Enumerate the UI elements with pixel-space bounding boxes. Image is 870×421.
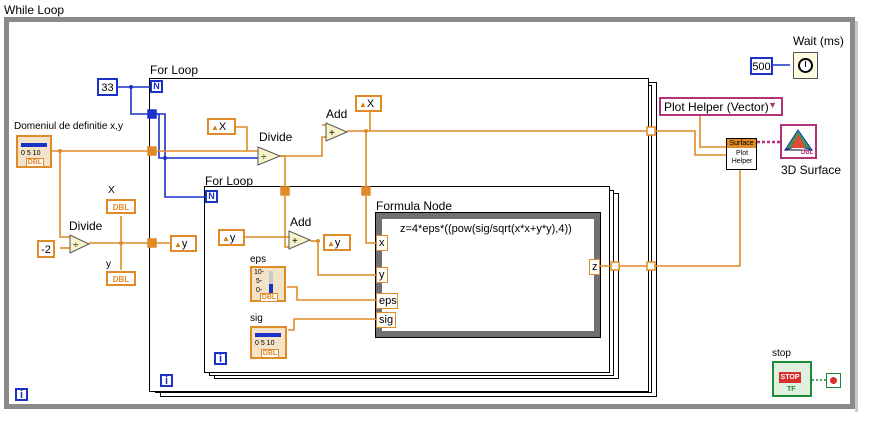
divide1-label: Divide bbox=[69, 219, 103, 233]
local-y-out1[interactable]: ▲y bbox=[170, 235, 197, 252]
local-y-in[interactable]: ▲y bbox=[218, 229, 245, 246]
while-loop-frame[interactable] bbox=[4, 17, 855, 409]
local-x-in[interactable]: ▲X bbox=[207, 118, 236, 135]
divide2-label: Divide bbox=[259, 130, 293, 144]
formula-input-x[interactable]: x bbox=[376, 235, 388, 251]
stop-control[interactable]: STOP TF bbox=[772, 361, 812, 397]
outer-for-loop-label: For Loop bbox=[150, 63, 199, 77]
domain-control-label: Domeniul de definitie x,y bbox=[14, 121, 123, 132]
sig-control-scale: 0 5 10 bbox=[255, 340, 275, 347]
sig-control-type: DBL bbox=[261, 349, 279, 358]
local-y-out1-house-icon: ▲ bbox=[174, 240, 182, 249]
y-indicator-label: y bbox=[106, 259, 111, 270]
surface-label: 3D Surface bbox=[781, 163, 842, 177]
x-indicator-label: X bbox=[108, 185, 115, 196]
domain-control-scale: 0 5 10 bbox=[21, 150, 41, 157]
domain-control[interactable]: 0 5 10 DBL bbox=[16, 135, 52, 168]
sig-control-label: sig bbox=[250, 313, 263, 324]
sig-slider bbox=[255, 333, 281, 337]
formula-input-y[interactable]: y bbox=[376, 267, 388, 283]
local-x-out-name: X bbox=[366, 98, 375, 110]
eps-scale-bot: 0- bbox=[256, 287, 263, 294]
eps-slider-track bbox=[269, 271, 273, 293]
divide1-constant[interactable]: -2 bbox=[37, 240, 55, 258]
wait-constant[interactable]: 500 bbox=[750, 57, 773, 75]
formula-node-label: Formula Node bbox=[376, 199, 453, 213]
add1-label: Add bbox=[326, 107, 348, 121]
wait-node[interactable] bbox=[793, 52, 818, 79]
while-loop-label: While Loop bbox=[4, 3, 65, 17]
eps-control[interactable]: 10- 5- 0- DBL bbox=[250, 266, 286, 302]
stop-terminal-dot bbox=[830, 377, 837, 384]
eps-slider-fill bbox=[269, 284, 273, 293]
eps-control-label: eps bbox=[250, 254, 267, 265]
domain-control-type: DBL bbox=[26, 158, 44, 167]
chevron-down-icon: ▼ bbox=[768, 100, 777, 110]
surface-indicator[interactable]: DBL bbox=[780, 124, 817, 159]
eps-control-type: DBL bbox=[260, 293, 278, 302]
stop-button: STOP bbox=[779, 372, 801, 383]
formula-node-expression[interactable]: z=4*eps*((pow(sig/sqrt(x*x+y*y),4)) bbox=[400, 223, 572, 235]
domain-control-slider bbox=[21, 143, 47, 147]
plot-helper-selector-text: Plot Helper (Vector) bbox=[664, 100, 769, 114]
local-x-in-name: X bbox=[218, 121, 227, 133]
formula-output-z[interactable]: z bbox=[589, 259, 600, 275]
while-loop-iteration-terminal: i bbox=[15, 388, 28, 401]
eps-scale-mid: 5- bbox=[256, 278, 263, 285]
local-y-in-house-icon: ▲ bbox=[222, 234, 230, 243]
formula-node-frame[interactable] bbox=[375, 212, 601, 338]
plot-helper-selector[interactable]: Plot Helper (Vector) ▼ bbox=[659, 97, 783, 116]
local-x-in-house-icon: ▲ bbox=[211, 123, 219, 132]
add2-label: Add bbox=[290, 215, 312, 229]
inner-for-count-terminal[interactable]: N bbox=[205, 190, 218, 203]
local-y-out1-name: y bbox=[181, 238, 188, 250]
surface-plot-icon bbox=[783, 129, 814, 151]
divide1-glyph: ÷ bbox=[73, 240, 79, 251]
plot-helper-body: Plot Helper bbox=[731, 150, 753, 165]
outer-for-iteration-terminal: i bbox=[160, 374, 173, 387]
inner-for-loop-label: For Loop bbox=[205, 174, 254, 188]
inner-for-iteration-terminal: i bbox=[214, 352, 227, 365]
local-y-out2-house-icon: ▲ bbox=[327, 239, 335, 248]
stop-terminal-icon[interactable] bbox=[826, 373, 841, 388]
count-constant[interactable]: 33 bbox=[97, 78, 118, 96]
eps-scale-top: 10- bbox=[254, 269, 265, 276]
divide2-glyph: ÷ bbox=[261, 152, 267, 163]
local-y-out2[interactable]: ▲y bbox=[323, 234, 351, 251]
stop-type: TF bbox=[787, 386, 796, 393]
surface-icon-type: DBL bbox=[801, 150, 814, 156]
stop-label: stop bbox=[772, 348, 791, 359]
formula-input-sig[interactable]: sig bbox=[376, 312, 396, 328]
local-x-out-house-icon: ▲ bbox=[359, 100, 367, 109]
add1-glyph: + bbox=[329, 128, 335, 139]
add2-glyph: + bbox=[292, 236, 298, 247]
local-y-in-name: y bbox=[229, 232, 236, 244]
plot-helper-node[interactable]: Surface Plot Helper bbox=[726, 138, 757, 170]
while-loop-corner-shadow bbox=[855, 21, 858, 412]
sig-control[interactable]: 0 5 10 DBL bbox=[250, 326, 287, 359]
outer-for-count-terminal[interactable]: N bbox=[150, 80, 163, 93]
plot-helper-title: Surface bbox=[727, 139, 756, 148]
clock-hand bbox=[805, 61, 806, 67]
local-x-out[interactable]: ▲X bbox=[355, 95, 382, 112]
y-indicator[interactable]: DBL bbox=[106, 271, 136, 286]
local-y-out2-name: y bbox=[334, 237, 341, 249]
wait-label: Wait (ms) bbox=[793, 34, 844, 48]
x-indicator[interactable]: DBL bbox=[106, 199, 136, 214]
formula-input-eps[interactable]: eps bbox=[376, 293, 398, 309]
